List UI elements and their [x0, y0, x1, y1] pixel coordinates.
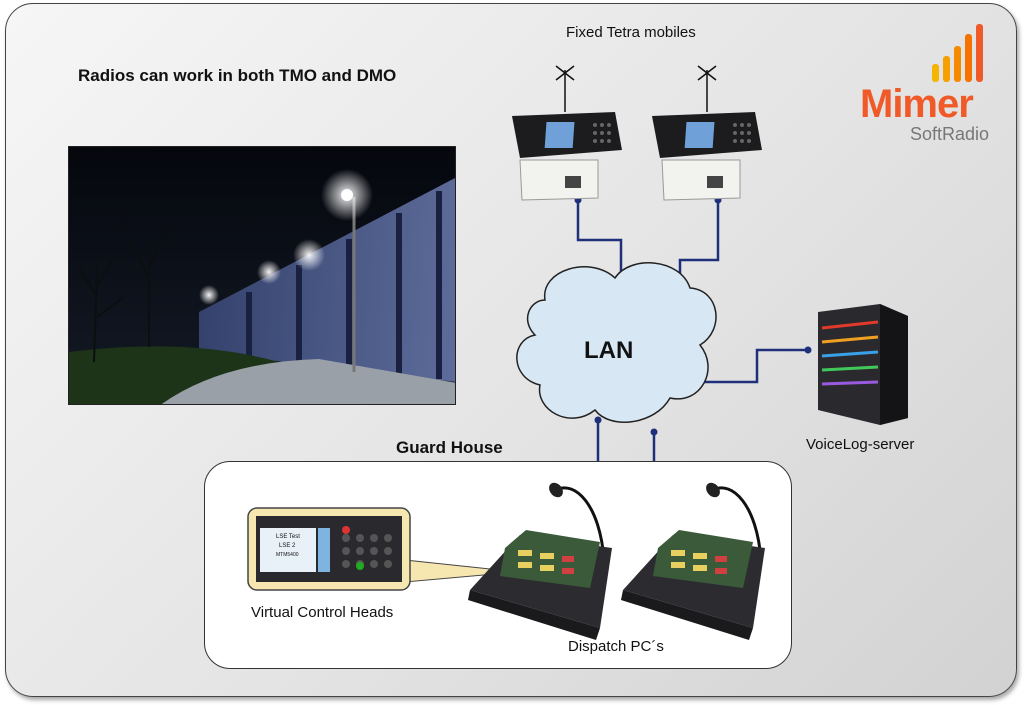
voicelog-server-label: VoiceLog-server — [806, 436, 915, 453]
mimer-logo: Mimer SoftRadio — [858, 20, 998, 145]
dispatch-pcs-label: Dispatch PC´s — [568, 638, 664, 655]
control-head-screen-line1: LSE Test — [276, 534, 300, 540]
guard-house-title: Guard House — [396, 438, 503, 457]
virtual-control-heads-label: Virtual Control Heads — [251, 604, 394, 621]
prison-fence-photo — [68, 146, 456, 405]
dispatch-console-right — [621, 482, 765, 640]
tetra-mobile-left — [512, 65, 622, 201]
logo-word: Mimer — [860, 82, 974, 126]
mobiles-label: Fixed Tetra mobiles — [566, 24, 696, 41]
signal-bars-icon — [932, 24, 983, 82]
logo-sub: SoftRadio — [910, 124, 990, 144]
lan-label: LAN — [584, 337, 634, 364]
control-head-screen-line2: LSE 2 — [279, 543, 296, 549]
control-head-screen-line3: MTM5400 — [276, 552, 299, 558]
tetra-mobile-right — [652, 65, 762, 201]
headline: Radios can work in both TMO and DMO — [78, 66, 397, 85]
dispatch-console-left — [468, 482, 612, 640]
